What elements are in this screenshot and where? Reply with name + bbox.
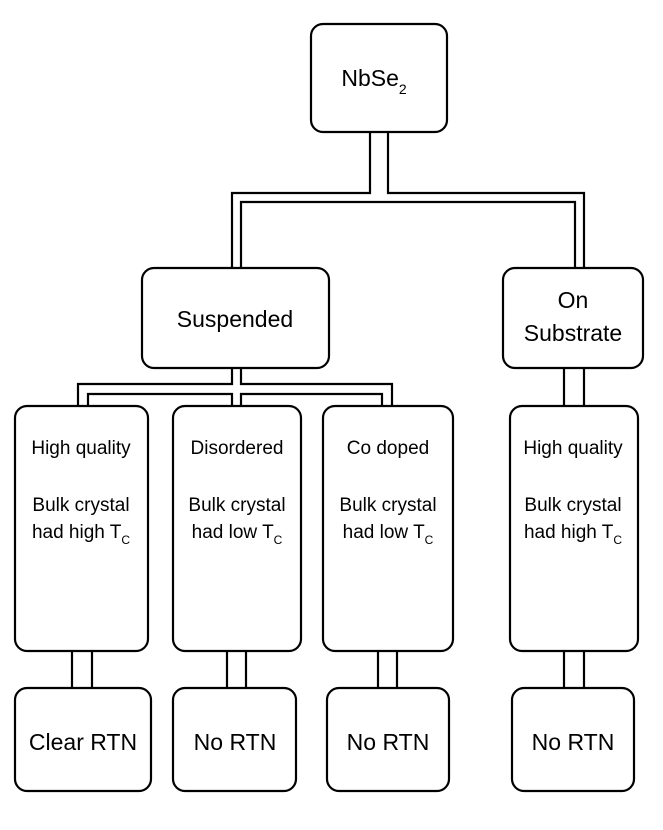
result-2-label: No RTN — [194, 729, 277, 755]
substrate-label-line2: Substrate — [524, 320, 622, 346]
node-sample-3: Co doped Bulk crystal had low TC — [321, 404, 455, 653]
sample-4-line2: had high TC — [524, 522, 622, 547]
connector-sample4-result — [562, 651, 586, 688]
sample-4-quality: High quality — [523, 438, 623, 459]
sample-3-quality: Co doped — [347, 438, 429, 459]
connectors — [70, 132, 586, 688]
node-result-3: No RTN — [325, 686, 451, 793]
node-root: NbSe2 — [309, 22, 449, 134]
connector-substrate — [562, 368, 586, 406]
connector-root-stem — [230, 132, 586, 268]
sample-2-quality: Disordered — [191, 438, 284, 459]
substrate-label-line1: On — [558, 287, 589, 313]
connector-sample3-result — [376, 651, 399, 688]
connector-suspended-left — [76, 368, 234, 406]
node-sample-2: Disordered Bulk crystal had low TC — [171, 404, 303, 653]
node-sample-4: High quality Bulk crystal had high TC — [508, 404, 640, 653]
result-1-label: Clear RTN — [29, 729, 137, 755]
sample-1-quality: High quality — [31, 438, 131, 459]
sample-2-line2: had low TC — [192, 522, 283, 547]
sample-2-line1: Bulk crystal — [188, 495, 285, 516]
node-result-4: No RTN — [510, 686, 636, 793]
connector-suspended-right — [239, 368, 394, 406]
node-result-1: Clear RTN — [13, 686, 153, 793]
result-3-label: No RTN — [347, 729, 430, 755]
sample-1-line2: had high TC — [32, 522, 130, 547]
node-suspended: Suspended — [140, 266, 331, 370]
node-sample-1: High quality Bulk crystal had high TC — [13, 404, 150, 653]
root-label: NbSe2 — [341, 65, 407, 97]
connector-trunk-inner — [239, 200, 577, 268]
sample-1-line1: Bulk crystal — [32, 495, 129, 516]
suspended-label: Suspended — [177, 306, 293, 332]
result-4-label: No RTN — [532, 729, 615, 755]
connector-sample1-result — [70, 651, 94, 688]
node-result-2: No RTN — [171, 686, 298, 793]
sample-4-line1: Bulk crystal — [524, 495, 621, 516]
sample-3-line2: had low TC — [343, 522, 434, 547]
node-on-substrate: On Substrate — [501, 266, 645, 370]
connector-sample2-result — [225, 651, 248, 688]
sample-3-line1: Bulk crystal — [339, 495, 436, 516]
